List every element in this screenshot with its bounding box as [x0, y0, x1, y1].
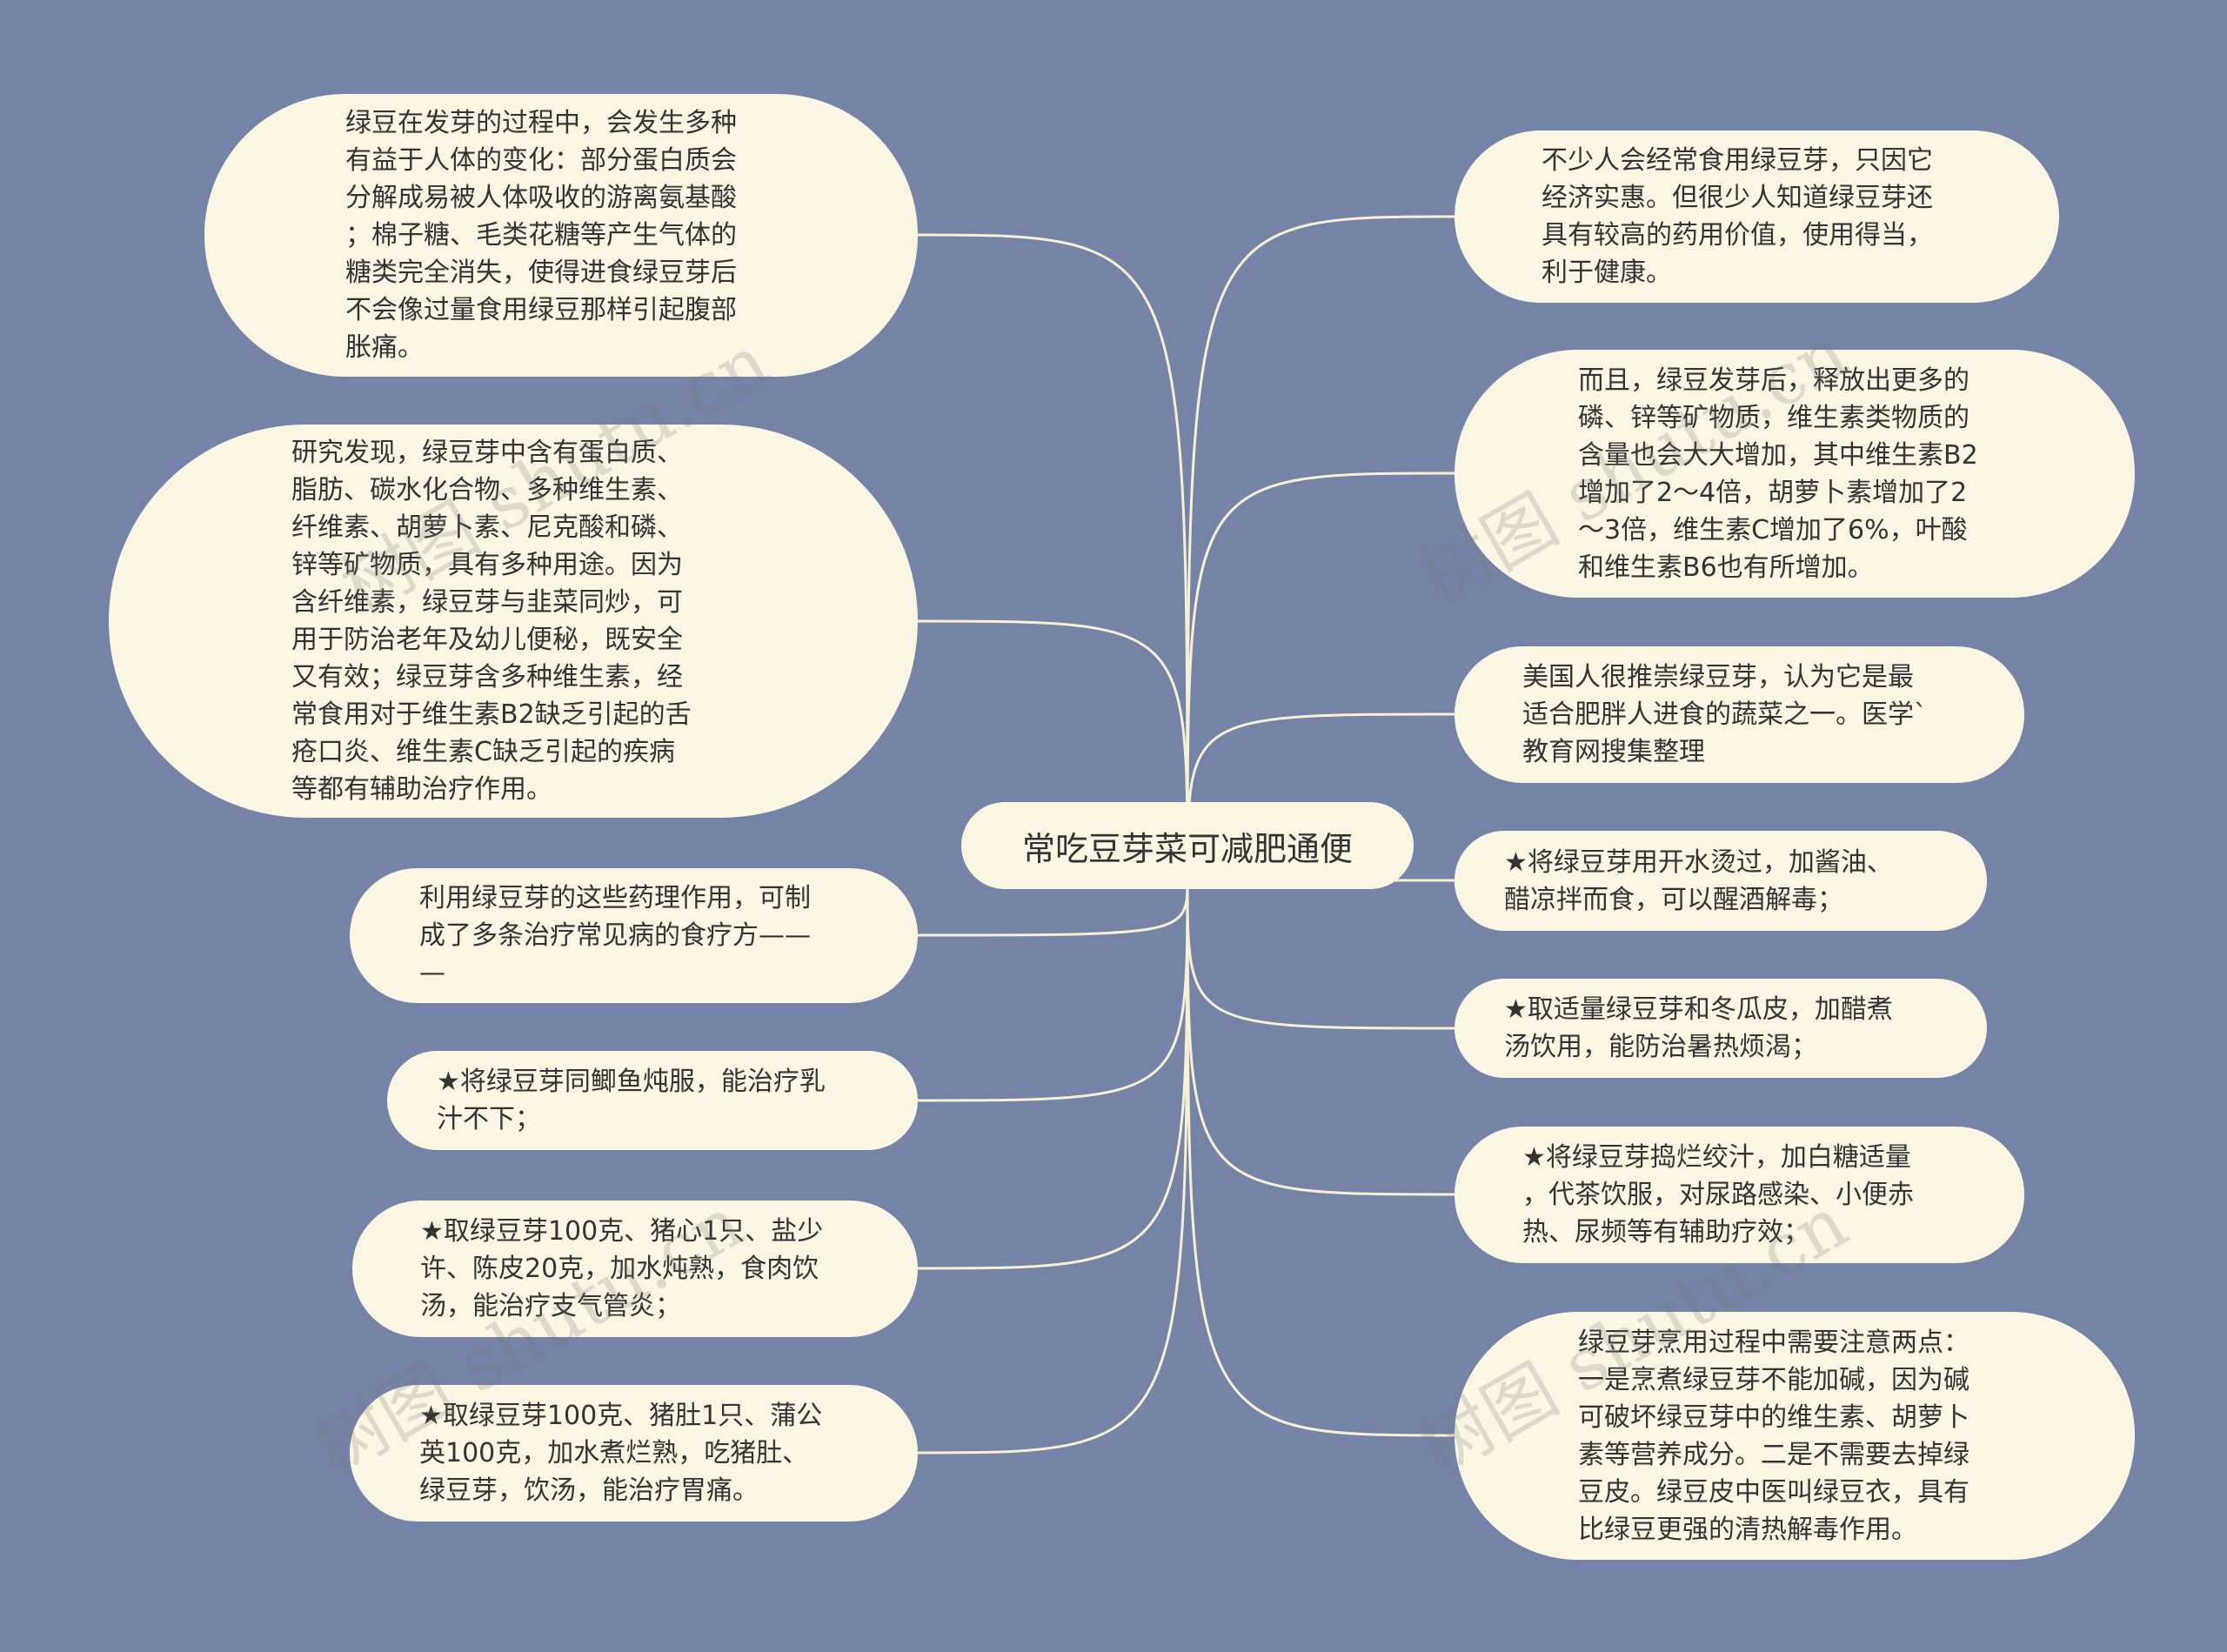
right-node-2[interactable]: 而且，绿豆发芽后，释放出更多的 磷、锌等矿物质，维生素类物质的 含量也会大大增加… [1455, 350, 2135, 598]
link-left-4 [917, 878, 1189, 1102]
left-node-6[interactable]: ★取绿豆芽100克、猪肚1只、蒲公 英100克，加水煮烂熟，吃猪肚、 绿豆芽，饮… [350, 1385, 918, 1522]
right-node-3[interactable]: 美国人很推崇绿豆芽，认为它是最 适合肥胖人进食的蔬菜之一。医学` 教育网搜集整理 [1455, 646, 2024, 783]
right-node-2-text: 而且，绿豆发芽后，释放出更多的 磷、锌等矿物质，维生素类物质的 含量也会大大增加… [1578, 365, 1978, 583]
link-left-5 [917, 878, 1189, 1270]
link-left-6 [917, 878, 1189, 1455]
left-node-5-text: ★取绿豆芽100克、猪心1只、盐少 许、陈皮20克，加水炖熟，食肉饮 汤，能治疗… [420, 1216, 824, 1321]
right-node-4-text: ★将绿豆芽用开水烫过，加酱油、 醋凉拌而食，可以醒酒解毒； [1504, 846, 1893, 915]
left-node-1-text: 绿豆在发芽的过程中，会发生多种 有益于人体的变化：部分蛋白质会 分解成易被人体吸… [345, 108, 737, 363]
left-node-6-text: ★取绿豆芽100克、猪肚1只、蒲公 英100克，加水煮烂熟，吃猪肚、 绿豆芽，饮… [419, 1401, 823, 1506]
left-node-4[interactable]: ★将绿豆芽同鲫鱼炖服，能治疗乳 汁不下； [387, 1051, 918, 1150]
left-node-5[interactable]: ★取绿豆芽100克、猪心1只、盐少 许、陈皮20克，加水炖熟，食肉饮 汤，能治疗… [352, 1201, 918, 1337]
link-right-5 [1186, 878, 1455, 1030]
right-node-4[interactable]: ★将绿豆芽用开水烫过，加酱油、 醋凉拌而食，可以醒酒解毒； [1455, 831, 1987, 931]
right-node-3-text: 美国人很推崇绿豆芽，认为它是最 适合肥胖人进食的蔬菜之一。医学` 教育网搜集整理 [1522, 662, 1927, 767]
right-node-6-text: ★将绿豆芽捣烂绞汁，加白糖适量 ，代茶饮服，对尿路感染、小便赤 热、尿频等有辅助… [1522, 1142, 1914, 1247]
link-left-1 [917, 233, 1189, 880]
right-node-5-text: ★取适量绿豆芽和冬瓜皮，加醋煮 汤饮用，能防治暑热烦渴； [1504, 994, 1893, 1062]
right-node-1-text: 不少人会经常食用绿豆芽，只因它 经济实惠。但很少人知道绿豆芽还 具有较高的药用价… [1542, 145, 1933, 288]
link-right-7 [1186, 878, 1455, 1437]
right-node-7-text: 绿豆芽烹用过程中需要注意两点： 一是烹煮绿豆芽不能加碱，因为碱 可破坏绿豆芽中的… [1578, 1327, 1970, 1545]
left-node-2[interactable]: 研究发现，绿豆芽中含有蛋白质、 脂肪、碳水化合物、多种维生素、 纤维素、胡萝卜素… [109, 425, 918, 818]
left-node-1[interactable]: 绿豆在发芽的过程中，会发生多种 有益于人体的变化：部分蛋白质会 分解成易被人体吸… [204, 94, 918, 377]
left-node-3[interactable]: 利用绿豆芽的这些药理作用，可制 成了多条治疗常见病的食疗方—— — [350, 868, 918, 1003]
right-node-5[interactable]: ★取适量绿豆芽和冬瓜皮，加醋煮 汤饮用，能防治暑热烦渴； [1455, 979, 1987, 1078]
left-node-2-text: 研究发现，绿豆芽中含有蛋白质、 脂肪、碳水化合物、多种维生素、 纤维素、胡萝卜素… [291, 438, 692, 805]
left-node-4-text: ★将绿豆芽同鲫鱼炖服，能治疗乳 汁不下； [437, 1067, 826, 1134]
right-node-1[interactable]: 不少人会经常食用绿豆芽，只因它 经济实惠。但很少人知道绿豆芽还 具有较高的药用价… [1455, 130, 2059, 303]
right-node-7[interactable]: 绿豆芽烹用过程中需要注意两点： 一是烹煮绿豆芽不能加碱，因为碱 可破坏绿豆芽中的… [1455, 1312, 2135, 1560]
central-topic-label: 常吃豆芽菜可减肥通便 [1021, 829, 1353, 868]
link-right-1 [1186, 215, 1455, 880]
left-node-3-text: 利用绿豆芽的这些药理作用，可制 成了多条治疗常见病的食疗方—— — [419, 883, 811, 988]
central-topic[interactable]: 常吃豆芽菜可减肥通便 [961, 802, 1414, 889]
right-node-6[interactable]: ★将绿豆芽捣烂绞汁，加白糖适量 ，代茶饮服，对尿路感染、小便赤 热、尿频等有辅助… [1455, 1127, 2024, 1263]
link-right-2 [1186, 472, 1455, 880]
link-right-6 [1186, 878, 1455, 1196]
